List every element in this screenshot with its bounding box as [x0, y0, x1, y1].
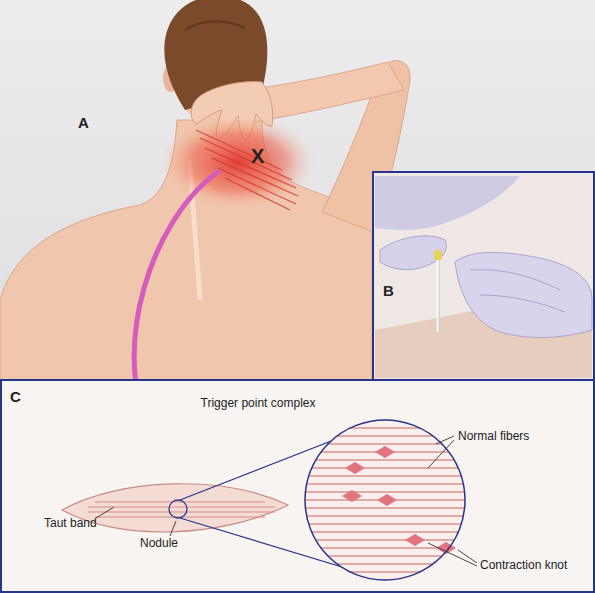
panel-letter: A	[78, 114, 89, 131]
contraction-knots	[342, 446, 456, 554]
trigger-point-panel	[1, 380, 594, 592]
man-back	[0, 0, 410, 380]
point-marker: X	[251, 145, 264, 168]
part-label: Contraction knot	[480, 559, 567, 573]
needle-photo	[373, 172, 594, 380]
part-label: Normal fibers	[458, 430, 529, 444]
part-label: Nodule	[140, 537, 178, 551]
panel-title: Trigger point complex	[201, 397, 316, 411]
panel-letter: C	[10, 388, 21, 405]
panel-letter: B	[383, 282, 394, 299]
part-label: Taut band	[44, 517, 97, 531]
background	[0, 0, 595, 380]
